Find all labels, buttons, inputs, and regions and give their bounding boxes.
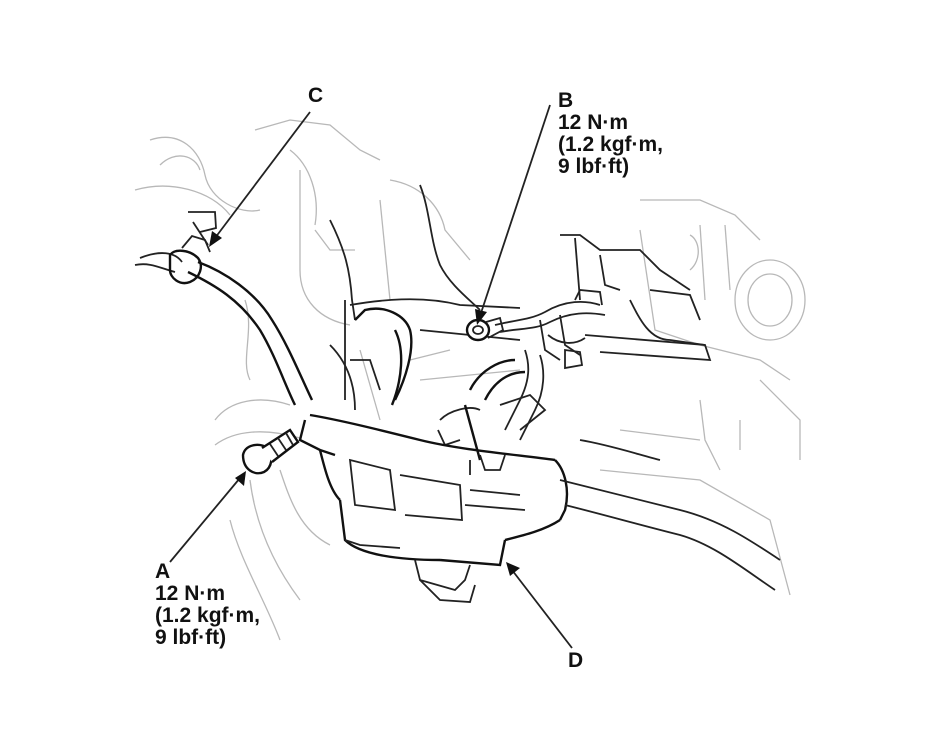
- callout-c: C: [308, 85, 323, 107]
- callout-a-torque-lbf: 9 lbf·ft): [155, 626, 227, 649]
- leader-lines: [169, 104, 573, 649]
- engine-block-background: [134, 119, 806, 641]
- lower-housing: [298, 413, 781, 603]
- callout-c-letter: C: [308, 84, 324, 107]
- callout-b-torque-kgf: (1.2 kgf·m,: [558, 133, 664, 156]
- wire-harness: [494, 289, 606, 441]
- callout-d: D: [568, 650, 583, 672]
- callout-a: A 12 N·m (1.2 kgf·m, 9 lbf·ft): [155, 561, 260, 649]
- engine-block-upper: [134, 184, 712, 400]
- callout-a-torque-kgf: (1.2 kgf·m,: [155, 604, 261, 627]
- bolt-b: [465, 316, 505, 342]
- callout-a-letter: A: [155, 560, 171, 583]
- callout-b: B 12 N·m (1.2 kgf·m, 9 lbf·ft): [558, 90, 663, 178]
- hose-clamp: [168, 211, 217, 285]
- central-actuator-body: [329, 307, 547, 461]
- callout-b-torque-nm: 12 N·m: [558, 111, 629, 134]
- callout-b-torque-lbf: 9 lbf·ft): [558, 155, 630, 178]
- callout-a-torque-nm: 12 N·m: [155, 582, 226, 605]
- hose: [187, 260, 314, 406]
- callout-b-letter: B: [558, 89, 574, 112]
- callout-d-letter: D: [568, 649, 584, 672]
- bolt-a: [241, 428, 300, 475]
